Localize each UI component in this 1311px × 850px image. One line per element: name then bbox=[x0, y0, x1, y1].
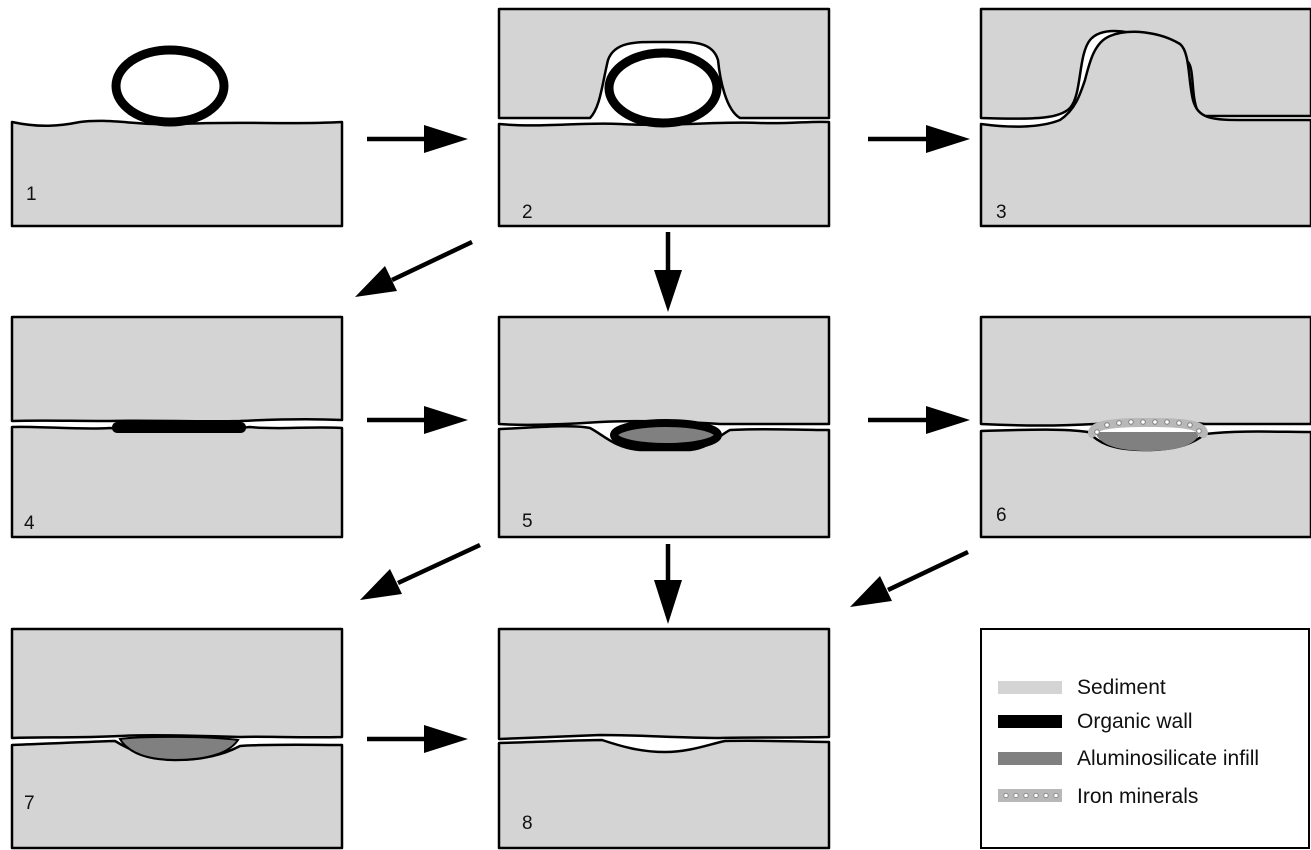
panel-8: 8 bbox=[497, 627, 831, 850]
iron-minerals-swatch-dots bbox=[1003, 792, 1059, 799]
arrow-4-to-5 bbox=[367, 406, 468, 434]
arrow-2-to-3 bbox=[868, 125, 970, 153]
panel-number: 5 bbox=[522, 511, 533, 532]
upper-sediment bbox=[497, 7, 831, 120]
upper-sediment bbox=[979, 315, 1311, 427]
sediment-swatch bbox=[998, 681, 1062, 694]
upper-sediment bbox=[10, 627, 344, 740]
legend-item-iron-minerals: Iron minerals bbox=[998, 785, 1198, 808]
panel-number: 6 bbox=[996, 505, 1007, 526]
panel-number: 2 bbox=[522, 202, 533, 223]
iron-mineral-dots bbox=[1094, 419, 1202, 435]
lower-sediment bbox=[497, 425, 831, 539]
panel-number: 1 bbox=[26, 184, 37, 205]
panel-6: 6 bbox=[979, 315, 1311, 539]
upper-sediment bbox=[497, 627, 831, 741]
iron-minerals-swatch bbox=[998, 789, 1062, 802]
legend-item-sediment: Sediment bbox=[998, 676, 1166, 699]
legend-label: Organic wall bbox=[1077, 710, 1193, 733]
legend-box bbox=[980, 628, 1310, 849]
upper-sediment bbox=[497, 315, 831, 427]
organic-wall-swatch bbox=[998, 715, 1062, 728]
organic-wall-vesicle bbox=[604, 48, 722, 128]
panel-7: 7 bbox=[10, 627, 344, 850]
legend-label: Sediment bbox=[1077, 676, 1166, 699]
panel-5: 5 bbox=[497, 315, 831, 539]
aluminosilicate-infill bbox=[1095, 432, 1200, 451]
infill-swatch bbox=[998, 752, 1062, 765]
organic-wall-vesicle bbox=[111, 45, 229, 127]
legend-item-aluminosilicate-infill: Aluminosilicate infill bbox=[998, 747, 1259, 770]
panel-4: 4 bbox=[10, 315, 344, 539]
arrow-5-to-8 bbox=[654, 544, 682, 624]
lower-sediment bbox=[979, 30, 1311, 228]
arrow-5-to-6 bbox=[868, 406, 970, 434]
panel-number: 4 bbox=[24, 513, 35, 534]
aluminosilicate-infill bbox=[118, 735, 240, 762]
legend-item-organic-wall: Organic wall bbox=[998, 710, 1193, 733]
legend-label: Aluminosilicate infill bbox=[1077, 747, 1259, 770]
organic-wall-vesicle bbox=[610, 419, 722, 451]
panel-3: 3 bbox=[979, 7, 1311, 228]
arrow-2-to-4 bbox=[355, 239, 473, 297]
panel-2: 2 bbox=[497, 7, 831, 228]
legend: Sediment Organic wall Aluminosilicate in… bbox=[980, 628, 1310, 849]
arrow-5-to-7 bbox=[360, 542, 481, 600]
arrow-6-to-8 bbox=[850, 549, 969, 607]
arrow-7-to-8 bbox=[367, 725, 468, 753]
arrows bbox=[355, 125, 970, 753]
panel-1: 1 bbox=[10, 45, 344, 228]
lower-sediment bbox=[497, 738, 831, 850]
legend-label: Iron minerals bbox=[1077, 785, 1198, 808]
flattened-organic-wall bbox=[112, 422, 246, 433]
upper-sediment bbox=[979, 7, 1311, 120]
arrow-2-to-5 bbox=[654, 232, 682, 312]
panel-number: 7 bbox=[24, 793, 35, 814]
lower-sediment bbox=[10, 119, 344, 228]
panel-number: 8 bbox=[522, 813, 533, 834]
panel-number: 3 bbox=[996, 202, 1007, 223]
lower-sediment bbox=[10, 425, 344, 539]
upper-sediment bbox=[10, 315, 344, 423]
arrow-1-to-2 bbox=[367, 125, 468, 153]
lower-sediment bbox=[497, 120, 831, 228]
